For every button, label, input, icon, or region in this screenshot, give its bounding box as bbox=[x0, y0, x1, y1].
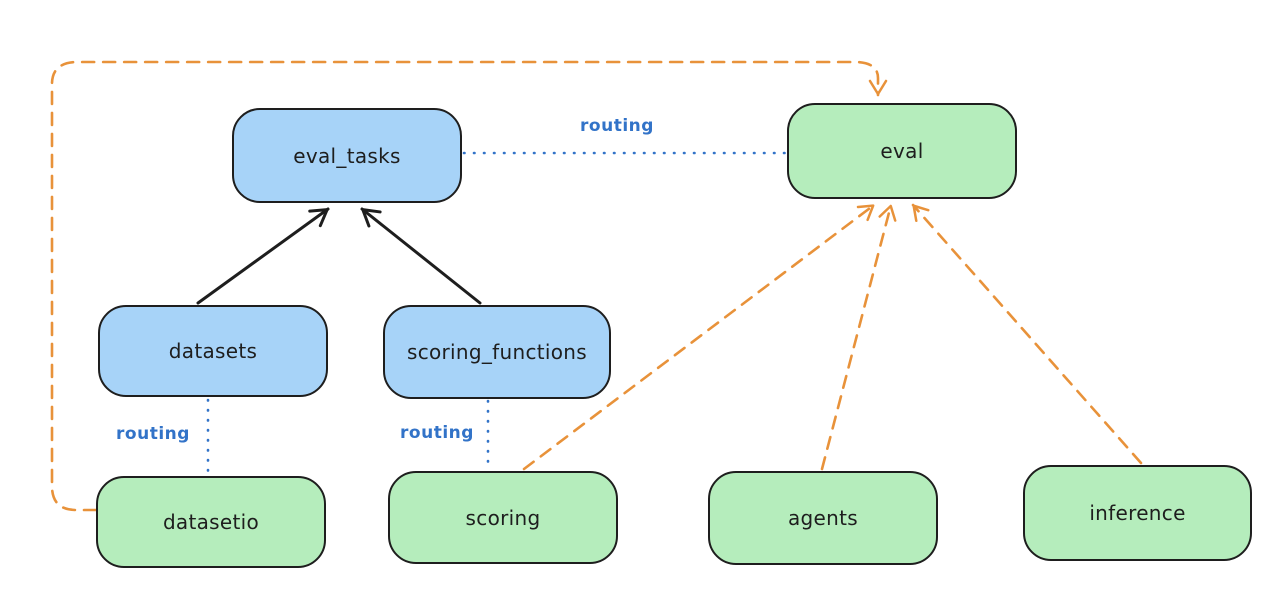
node-datasetio: datasetio bbox=[96, 476, 326, 568]
edge-scoring-functions-to-eval-tasks bbox=[360, 207, 482, 305]
node-inference-label: inference bbox=[1089, 501, 1186, 525]
node-scoring-functions-label: scoring_functions bbox=[406, 340, 588, 364]
edge-datasets-to-eval-tasks bbox=[196, 207, 330, 305]
node-agents: agents bbox=[708, 471, 938, 565]
node-agents-label: agents bbox=[788, 506, 858, 530]
edge-label-routing-datasets-datasetio: routing bbox=[116, 424, 190, 444]
node-eval-tasks: eval_tasks bbox=[232, 108, 462, 203]
node-scoring-label: scoring bbox=[465, 505, 541, 530]
node-datasets: datasets bbox=[98, 305, 328, 397]
node-scoring: scoring bbox=[388, 471, 618, 564]
node-scoring-functions: scoring_functions bbox=[383, 305, 611, 399]
node-datasets-label: datasets bbox=[168, 339, 258, 363]
node-eval-tasks-label: eval_tasks bbox=[293, 143, 401, 168]
edge-agents-to-eval bbox=[820, 203, 897, 471]
edge-label-routing-eval-tasks-eval: routing bbox=[580, 116, 654, 136]
node-eval: eval bbox=[787, 103, 1017, 199]
edge-inference-to-eval bbox=[911, 203, 1143, 465]
edge-label-routing-scoring-functions-scoring: routing bbox=[400, 423, 474, 443]
node-inference: inference bbox=[1023, 465, 1252, 561]
node-datasetio-label: datasetio bbox=[162, 510, 260, 534]
node-eval-label: eval bbox=[880, 139, 924, 163]
